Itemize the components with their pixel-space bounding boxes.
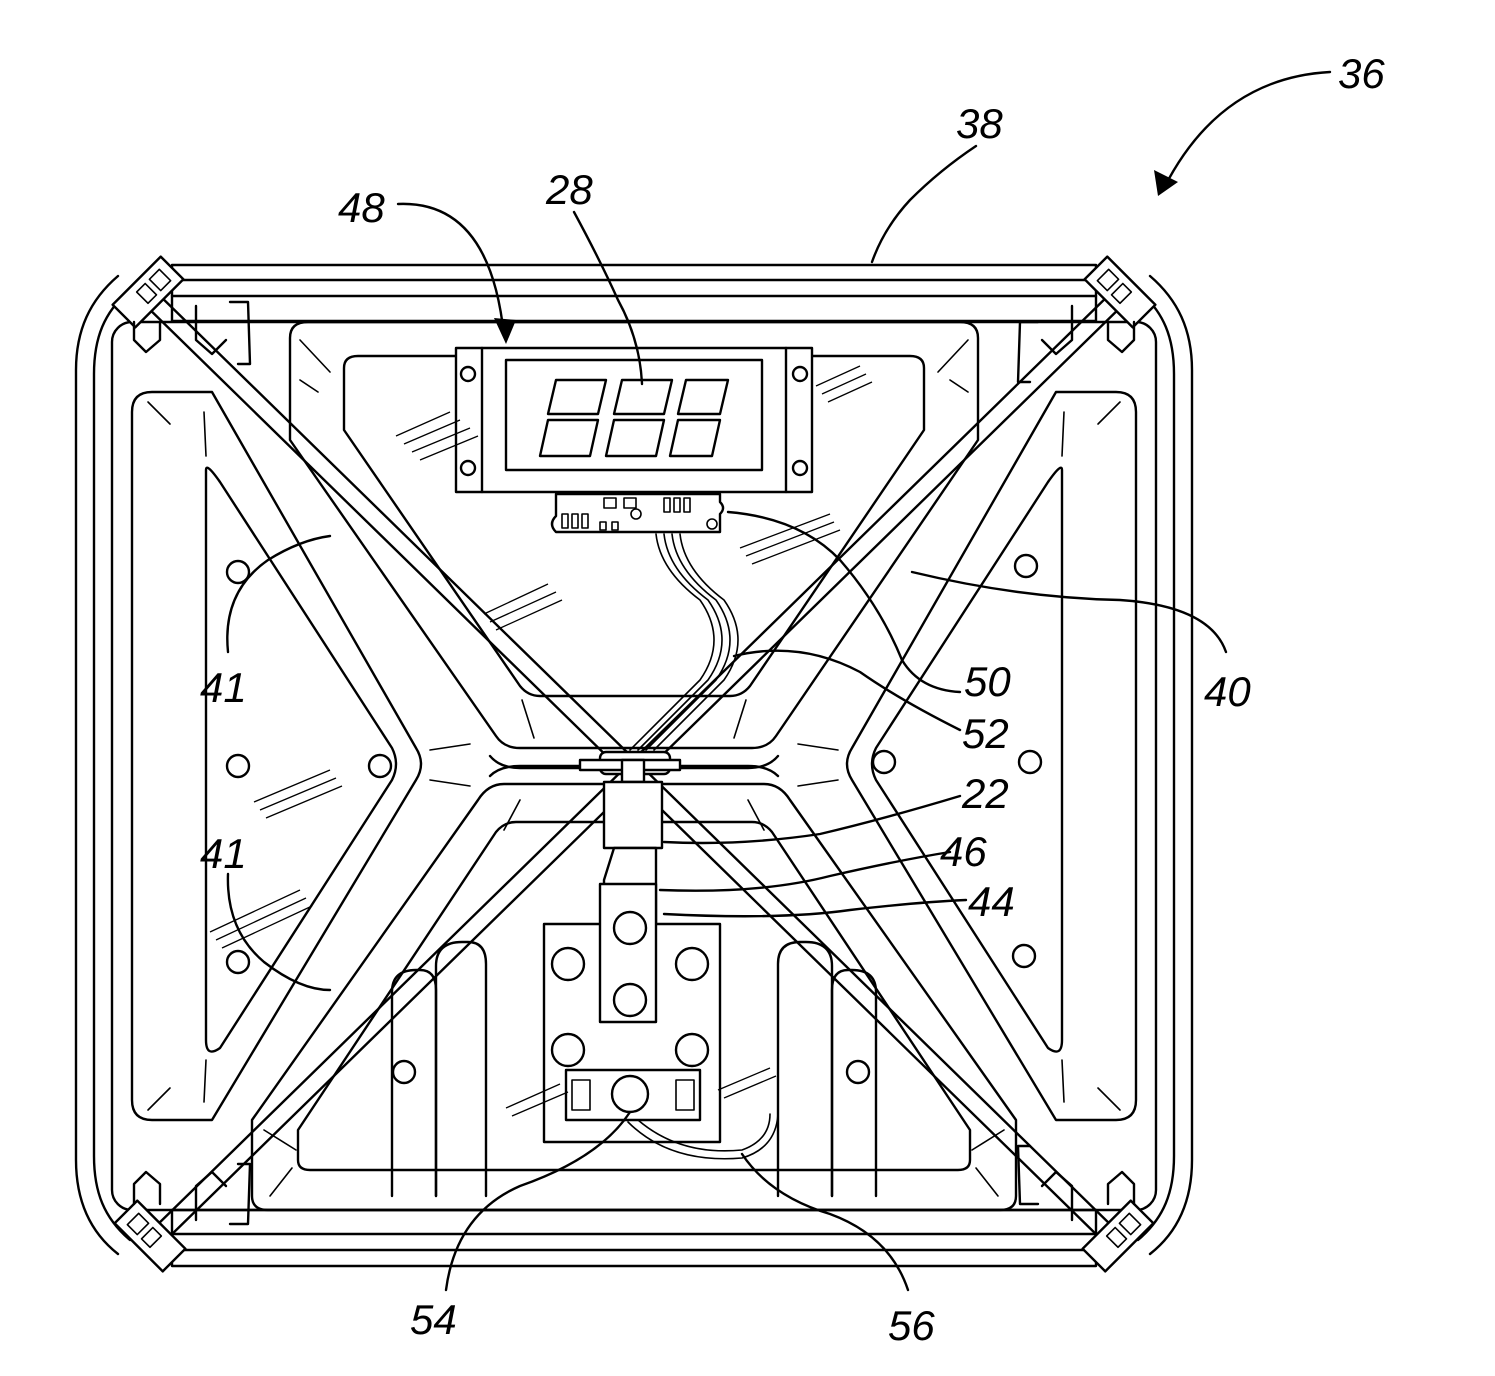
label-36: 36 xyxy=(1338,50,1385,97)
label-46: 46 xyxy=(940,828,987,875)
label-52: 52 xyxy=(962,710,1009,757)
label-28: 28 xyxy=(545,166,593,213)
label-41-upper: 41 xyxy=(200,664,247,711)
label-50: 50 xyxy=(964,658,1011,705)
label-54: 54 xyxy=(410,1296,457,1343)
label-56: 56 xyxy=(888,1302,935,1349)
wire-harness xyxy=(630,534,738,750)
reference-numerals: 36 38 48 28 41 41 50 40 52 22 46 44 54 5… xyxy=(200,50,1385,1349)
label-44: 44 xyxy=(968,878,1015,925)
label-40: 40 xyxy=(1204,668,1251,715)
label-48: 48 xyxy=(338,184,385,231)
label-22: 22 xyxy=(961,770,1009,817)
display-module: 000 xyxy=(456,348,812,532)
label-41-lower: 41 xyxy=(200,830,247,877)
label-38: 38 xyxy=(956,100,1003,147)
